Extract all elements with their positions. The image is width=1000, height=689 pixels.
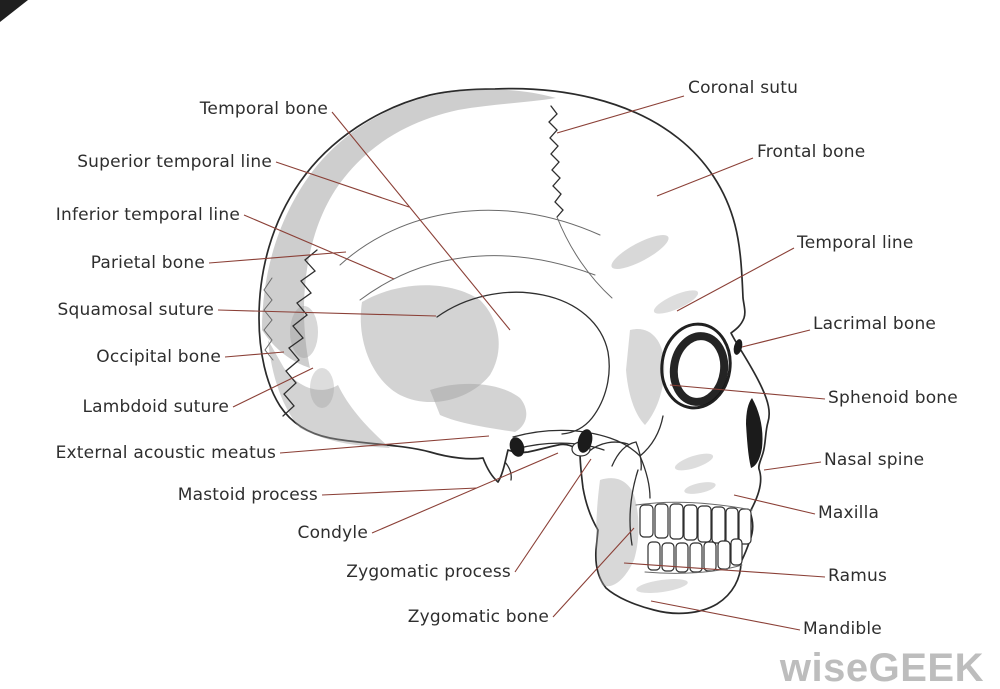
condyle-dark-mark: [577, 429, 593, 453]
leader-squamosal-suture: [217, 309, 437, 317]
frontal-streak-2: [653, 290, 699, 314]
coronal-suture-extension: [556, 216, 613, 299]
leader-nasal-spine: [763, 461, 822, 471]
label-sphenoid-bone: Sphenoid bone: [828, 388, 958, 408]
cheek-streak: [674, 453, 714, 471]
label-lacrimal-bone: Lacrimal bone: [813, 314, 937, 334]
superior-temporal-line-curve: [339, 209, 601, 266]
zygomatic-arch-upper: [512, 429, 641, 457]
orbit-outer-rim: [660, 322, 732, 410]
ramus-anterior-edge: [629, 469, 639, 546]
label-zygomatic-bone: Zygomatic bone: [407, 607, 549, 627]
leader-external-acoustic-meatus: [279, 435, 490, 454]
lambdoid-suture-zigzag-2: [263, 277, 274, 361]
lower-gum-line: [644, 564, 743, 574]
mastoid-detail: [504, 461, 512, 481]
leader-condyle: [371, 452, 559, 534]
occipital-spot: [290, 306, 318, 358]
sphenoid-shading: [626, 329, 665, 425]
lacrimal-mark: [733, 339, 743, 355]
leader-lacrimal-bone: [741, 329, 811, 348]
label-inferior-temporal-line: Inferior temporal line: [55, 205, 240, 225]
chin-streak: [636, 579, 688, 593]
label-temporal-line: Temporal line: [797, 233, 914, 253]
occipital-spot-2: [310, 368, 334, 408]
nasal-aperture: [746, 398, 763, 468]
label-maxilla: Maxilla: [818, 503, 880, 523]
ramus-shading: [596, 478, 639, 587]
upper-teeth: [639, 503, 752, 545]
inferior-temporal-line-curve: [359, 255, 596, 301]
coronal-suture-zigzag: [548, 105, 564, 218]
leader-lambdoid-suture: [232, 367, 314, 408]
leader-parietal-bone: [208, 251, 347, 264]
leader-superior-temporal-line: [275, 161, 410, 208]
cranium-outline: [258, 87, 771, 615]
sigmoid-notch: [587, 441, 629, 453]
label-mandible: Mandible: [803, 619, 882, 639]
lower-teeth: [647, 538, 743, 573]
occipital-shading: [268, 340, 390, 448]
label-condyle: Condyle: [297, 523, 368, 543]
external-acoustic-meatus-opening: [509, 437, 525, 457]
leader-ramus: [623, 562, 826, 578]
label-mastoid-process: Mastoid process: [177, 485, 318, 505]
parietal-shading: [262, 89, 556, 369]
leader-occipital-bone: [224, 351, 285, 358]
leader-inferior-temporal-line: [243, 214, 395, 280]
zygomatic-bone-upper-edge: [639, 415, 664, 457]
label-parietal-bone: Parietal bone: [90, 253, 205, 273]
leader-zygomatic-process: [514, 458, 592, 573]
leader-lines: [208, 95, 826, 631]
zygomatic-arch-lower: [515, 442, 605, 451]
upper-gum-line: [635, 501, 753, 511]
leader-frontal-bone: [656, 157, 754, 197]
label-frontal-bone: Frontal bone: [757, 142, 866, 162]
label-zygomatic-process: Zygomatic process: [346, 562, 511, 582]
watermark: wiseGEEK: [779, 646, 984, 689]
leader-maxilla: [733, 494, 816, 515]
frontal-streak: [611, 235, 669, 269]
squamosal-suture-curve: [436, 291, 610, 435]
leader-zygomatic-bone: [552, 527, 635, 618]
label-nasal-spine: Nasal spine: [824, 450, 925, 470]
label-squamosal-suture: Squamosal suture: [57, 300, 214, 320]
label-coronal-suture: Coronal sutu: [688, 78, 799, 98]
maxilla-streak: [684, 482, 716, 494]
label-lambdoid-suture: Lambdoid suture: [82, 397, 229, 417]
corner-mark: [0, 0, 28, 22]
leader-mastoid-process: [321, 487, 478, 496]
leader-sphenoid-bone: [669, 384, 826, 400]
leader-coronal-suture: [556, 95, 685, 134]
label-temporal-bone: Temporal bone: [199, 99, 328, 119]
label-external-acoustic-meatus: External acoustic meatus: [55, 443, 276, 463]
orbit-dark-ring: [669, 332, 729, 406]
leader-temporal-line: [676, 247, 795, 312]
label-occipital-bone: Occipital bone: [96, 347, 221, 367]
lambdoid-suture-zigzag: [282, 249, 318, 417]
temporal-lower-shading: [430, 383, 527, 432]
label-superior-temporal-line: Superior temporal line: [77, 152, 272, 172]
orbit-highlight: [693, 348, 713, 376]
leader-mandible: [650, 600, 801, 631]
coronoid-process: [611, 441, 642, 471]
leader-temporal-bone: [331, 111, 511, 331]
label-ramus: Ramus: [828, 566, 888, 586]
